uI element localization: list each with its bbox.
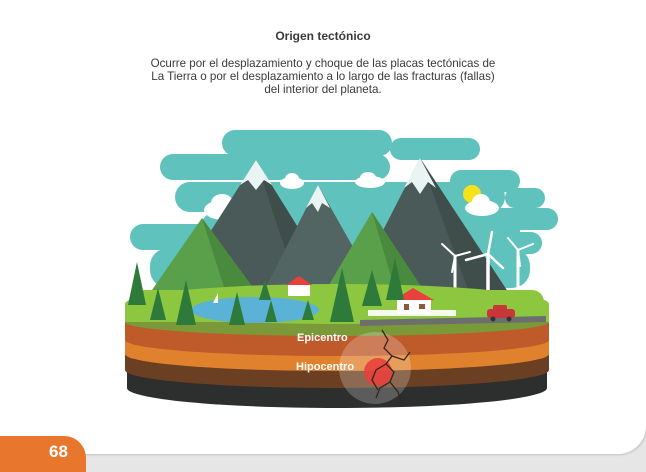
road xyxy=(360,316,546,326)
cloud-icon xyxy=(280,173,304,189)
paragraph-line: La Tierra o por el desplazamiento a lo l… xyxy=(151,70,495,83)
page-number: 68 xyxy=(49,442,68,461)
cloud-icon xyxy=(355,172,385,188)
section-title: Origen tectónico xyxy=(275,29,371,43)
intro-paragraph: Ocurre por el desplazamiento y choque de… xyxy=(120,57,526,96)
book-page: Origen tectónico Ocurre por el desplazam… xyxy=(0,0,646,454)
fence xyxy=(368,310,456,316)
cloud-icon xyxy=(465,194,499,216)
paragraph-line: del interior del planeta. xyxy=(264,83,382,96)
earthquake-illustration: Epicentro Hipocentro xyxy=(125,130,558,408)
lake xyxy=(191,297,319,323)
tree-icon xyxy=(128,258,404,325)
epicenter-label: Epicentro xyxy=(297,332,348,344)
green-hills xyxy=(145,212,430,300)
fault-crack xyxy=(371,329,411,405)
hypocenter-label: Hipocentro xyxy=(296,361,354,373)
house-icon xyxy=(286,276,312,296)
sailboat-icon xyxy=(213,293,218,303)
page-number-badge: 68 xyxy=(0,436,86,472)
car-icon xyxy=(487,305,515,322)
paragraph-line: Ocurre por el desplazamiento y choque de… xyxy=(150,57,496,70)
